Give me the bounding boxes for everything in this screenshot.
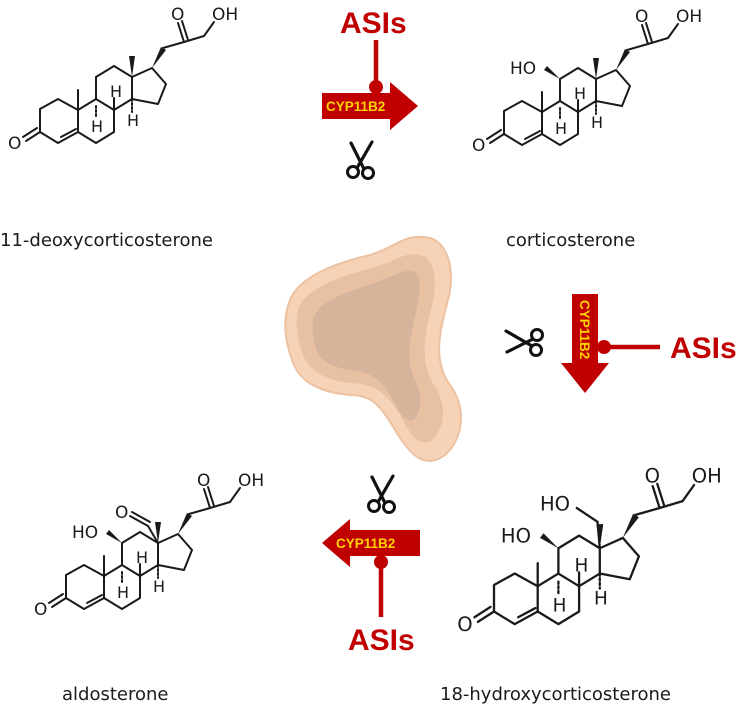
atom-oh-c21: OH	[676, 7, 702, 27]
atom-oh-c21: OH	[692, 465, 722, 488]
atom-o-c3: O	[8, 134, 21, 154]
scissors-icon	[504, 327, 545, 358]
enzyme-arrow-cyp11b2-bottom: CYP11B2	[322, 519, 420, 567]
atom-h-c9: H	[91, 117, 103, 136]
atom-o-c18: O	[115, 503, 128, 523]
enzyme-arrow-cyp11b2-right: CYP11B2	[561, 294, 609, 393]
inhibitor-label: ASIs	[340, 7, 407, 40]
scissors-icon	[366, 474, 397, 515]
atom-ho-c11: HO	[501, 525, 531, 548]
atom-h-c8: H	[575, 555, 589, 576]
adrenal-gland-illustration	[284, 235, 462, 462]
molecule-hydroxycorticosterone: HO HO O H H H O OH	[457, 465, 722, 636]
atom-h-c9: H	[553, 596, 567, 617]
atom-h-c14: H	[153, 577, 165, 596]
atom-ho-c18: HO	[540, 492, 570, 515]
enzyme-arrow-cyp11b2-top: CYP11B2	[322, 82, 418, 130]
atom-ho-c11: HO	[510, 59, 536, 79]
inhibitor-label: ASIs	[670, 332, 737, 365]
atom-o-c20: O	[197, 471, 210, 491]
atom-h-c14: H	[594, 589, 608, 610]
atom-o-c20: O	[645, 465, 660, 488]
inhibition-bottom: ASIs	[348, 555, 415, 657]
atom-h-c8: H	[110, 82, 122, 101]
inhibitor-label: ASIs	[348, 624, 415, 657]
atom-h-c9: H	[117, 583, 129, 602]
atom-o-c3: O	[457, 613, 472, 636]
label-aldosterone: aldosterone	[62, 684, 168, 705]
atom-oh-c21: OH	[238, 471, 264, 491]
atom-h-c14: H	[591, 113, 603, 132]
atom-h-c8: H	[574, 84, 586, 103]
atom-h-c9: H	[555, 119, 567, 138]
enzyme-label: CYP11B2	[336, 536, 395, 551]
enzyme-label: CYP11B2	[577, 300, 592, 359]
atom-oh-c21: OH	[212, 5, 238, 25]
molecule-aldosterone: O HO O H H H O OH	[34, 471, 264, 620]
inhibition-top: ASIs	[340, 7, 407, 94]
atom-h-c14: H	[127, 111, 139, 130]
molecule-deoxycorticosterone: O H H H O OH	[8, 5, 238, 154]
inhibition-right: ASIs	[597, 332, 737, 365]
atom-h-c8: H	[136, 548, 148, 567]
molecule-corticosterone: HO O H H H O OH	[472, 7, 702, 156]
scissors-icon	[345, 140, 376, 181]
atom-o-c3: O	[34, 600, 47, 620]
enzyme-label: CYP11B2	[326, 99, 385, 114]
label-deoxycorticosterone: 11-deoxycorticosterone	[0, 230, 213, 251]
label-hydroxycorticosterone: 18-hydroxycorticosterone	[440, 684, 671, 705]
atom-o-c20: O	[171, 5, 184, 25]
atom-ho-c11: HO	[72, 523, 98, 543]
atom-o-c3: O	[472, 136, 485, 156]
atom-o-c20: O	[635, 7, 648, 27]
label-corticosterone: corticosterone	[506, 230, 635, 251]
